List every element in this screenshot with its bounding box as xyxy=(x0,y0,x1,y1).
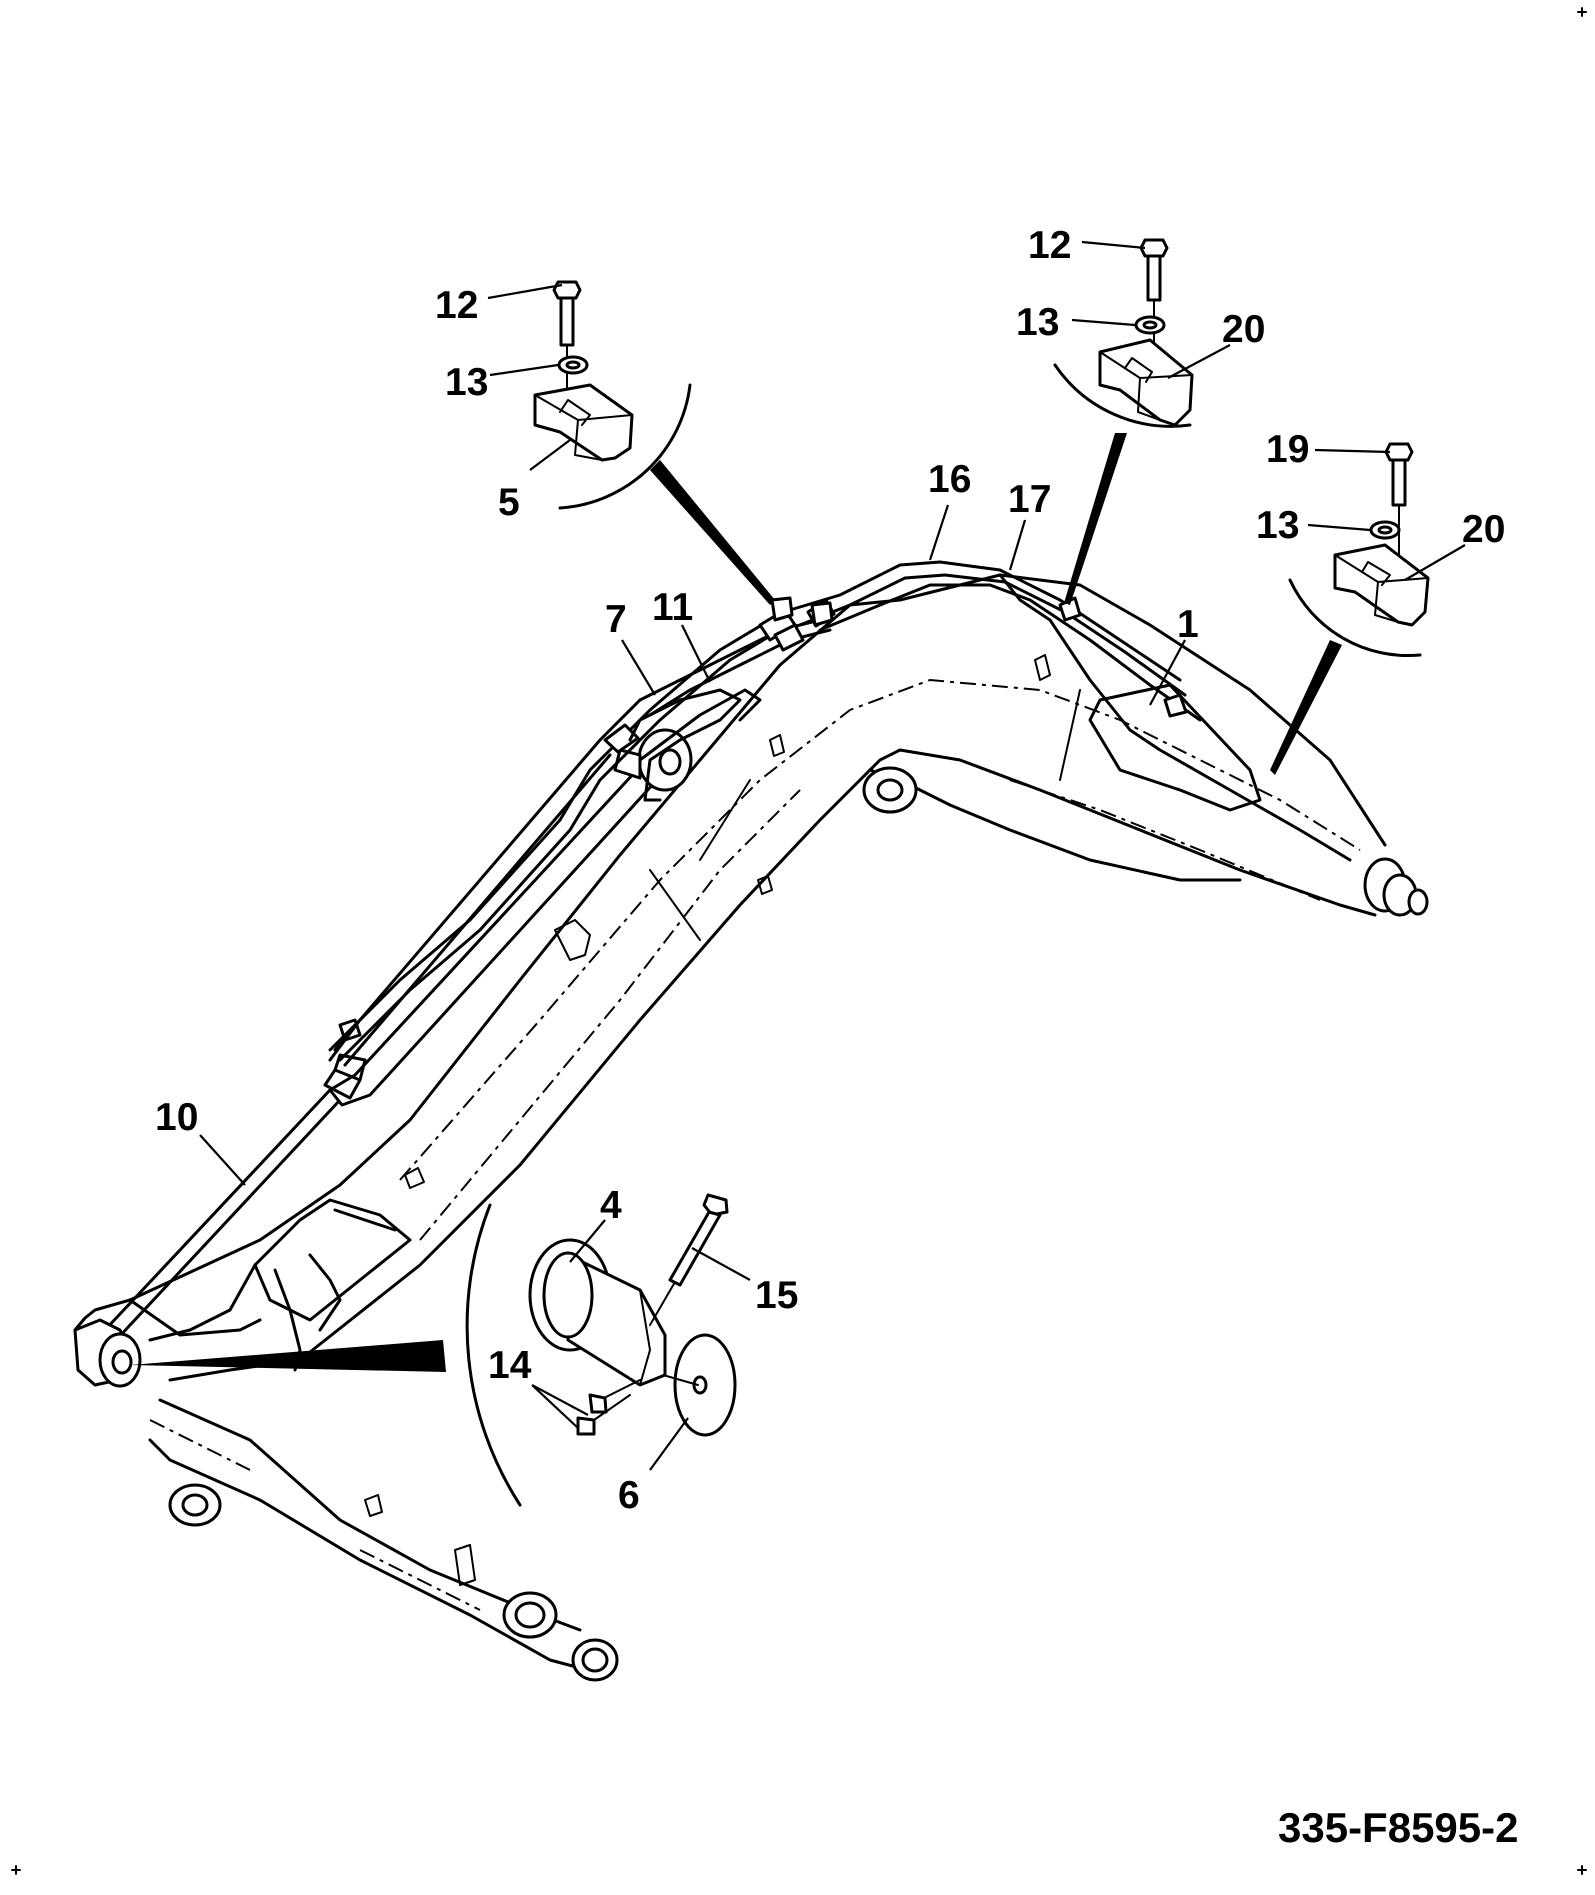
hydraulic-pipes xyxy=(328,560,1202,1062)
detail-arc-b xyxy=(1053,363,1192,428)
figure-reference: 335-F8595-2 xyxy=(1278,1804,1519,1851)
callout-10: 10 xyxy=(155,1096,198,1139)
detail-clamp-20-upper xyxy=(1053,238,1194,605)
boom-bracket-4 xyxy=(454,1544,476,1586)
callout-11: 11 xyxy=(652,586,693,629)
cylinder-barrel xyxy=(328,743,677,1107)
boom-bracket-1 xyxy=(554,919,591,961)
boom-side-boss xyxy=(862,766,918,814)
callout-12-upper-right: 12 xyxy=(1028,224,1071,267)
boom-foot-crossmember xyxy=(128,1198,412,1372)
callout-17: 17 xyxy=(1008,478,1051,521)
callout-7: 7 xyxy=(605,598,627,641)
hose-loop xyxy=(628,688,742,802)
detail-clamp-5 xyxy=(533,280,775,605)
callout-labels: 12 13 5 12 13 20 19 13 20 16 17 1 7 11 1… xyxy=(155,224,1519,1851)
boom-hidden-line-2 xyxy=(419,779,1321,1241)
leader-lines xyxy=(199,240,1466,1471)
boom-side-profile xyxy=(998,573,1352,862)
callout-1: 1 xyxy=(1177,603,1199,646)
hose-fitting-4 xyxy=(773,623,805,652)
boom-bracket-7 xyxy=(757,875,773,895)
boom-bottom-edge xyxy=(148,1438,597,1674)
detail-pointer-c xyxy=(1270,640,1342,775)
hose-fitting-1 xyxy=(603,723,640,754)
leader-13b xyxy=(1071,318,1136,327)
detail-clamp-20-right xyxy=(1270,442,1430,775)
leader-19 xyxy=(1314,448,1391,454)
pipe-17 xyxy=(818,583,1202,722)
boom-hidden-line-3 xyxy=(149,1419,481,1611)
boom-top-edge xyxy=(73,573,1387,1332)
boom-foot-pivot xyxy=(502,1591,619,1682)
boom-stiffener-3 xyxy=(699,779,751,861)
corner-marks xyxy=(11,7,1587,1875)
detail-arc-c xyxy=(1288,578,1422,658)
callout-14: 14 xyxy=(488,1344,532,1387)
leader-14 xyxy=(531,1384,589,1429)
leader-1 xyxy=(1149,639,1186,706)
leader-17 xyxy=(1008,519,1027,571)
callout-16: 16 xyxy=(928,458,971,501)
leader-20a xyxy=(1167,344,1231,379)
detail-pointer-b xyxy=(1064,433,1127,605)
boom-stiffener-2 xyxy=(1059,689,1081,781)
leader-12b xyxy=(1081,240,1146,250)
boom-cross-plate xyxy=(1088,683,1262,812)
leader-13a xyxy=(489,363,559,377)
leader-13c xyxy=(1307,523,1371,532)
second-cylinder xyxy=(328,698,642,1067)
pipe-clamp-d xyxy=(1163,693,1188,718)
leader-11 xyxy=(681,624,711,683)
leader-7 xyxy=(621,639,656,696)
boom-bracket-6 xyxy=(769,734,785,757)
capscrews-14 xyxy=(576,1379,641,1436)
leader-6 xyxy=(649,1417,689,1471)
detail-pointer-a xyxy=(650,460,775,605)
boom-cylinder xyxy=(73,698,693,1388)
leader-15 xyxy=(691,1247,751,1281)
boom-nose-pivot xyxy=(1363,857,1429,917)
callout-13-upper-right: 13 xyxy=(1016,301,1059,344)
callout-20-upper: 20 xyxy=(1222,308,1265,351)
callout-19: 19 xyxy=(1266,428,1309,471)
boom-assembly xyxy=(73,573,1429,1682)
boom-bracket-5 xyxy=(1034,654,1051,681)
callout-12-upper-left: 12 xyxy=(435,284,478,327)
callout-4: 4 xyxy=(600,1184,622,1227)
leader-4 xyxy=(569,1219,606,1263)
boom-underside xyxy=(298,748,1377,1362)
leader-5 xyxy=(529,439,571,471)
detail-pointer-d xyxy=(130,1340,446,1372)
boom-hidden-line-1 xyxy=(399,678,1361,1181)
bolt-12-a xyxy=(552,280,582,411)
leader-10 xyxy=(199,1134,246,1186)
detail-arc-a xyxy=(558,383,692,510)
callout-5: 5 xyxy=(498,481,520,524)
boom-bracket-3 xyxy=(364,1494,383,1517)
boom-knuckle-upper xyxy=(868,768,1242,882)
callout-6: 6 xyxy=(618,1474,640,1517)
boom-lower-boss xyxy=(168,1483,222,1527)
boom-lower-web xyxy=(158,1358,582,1632)
boom-bracket-2 xyxy=(404,1167,425,1189)
leader-20b xyxy=(1404,544,1466,581)
cylinder-rod xyxy=(103,1088,342,1340)
leader-16 xyxy=(928,504,950,561)
callout-15: 15 xyxy=(755,1274,798,1317)
callout-13-upper-left: 13 xyxy=(445,361,488,404)
pipe-clamp-a xyxy=(770,596,794,622)
boom-stiffener-1 xyxy=(649,869,701,941)
detail-pin-assembly xyxy=(130,1193,737,1507)
callout-13-right: 13 xyxy=(1256,504,1299,547)
pipe-16 xyxy=(788,560,1182,682)
pipe-joint-lower xyxy=(333,1018,362,1052)
pipe-clamp-b xyxy=(810,601,834,627)
detail-arc-d xyxy=(465,1203,522,1507)
leader-12a xyxy=(487,283,563,300)
callout-20-right: 20 xyxy=(1462,508,1505,551)
